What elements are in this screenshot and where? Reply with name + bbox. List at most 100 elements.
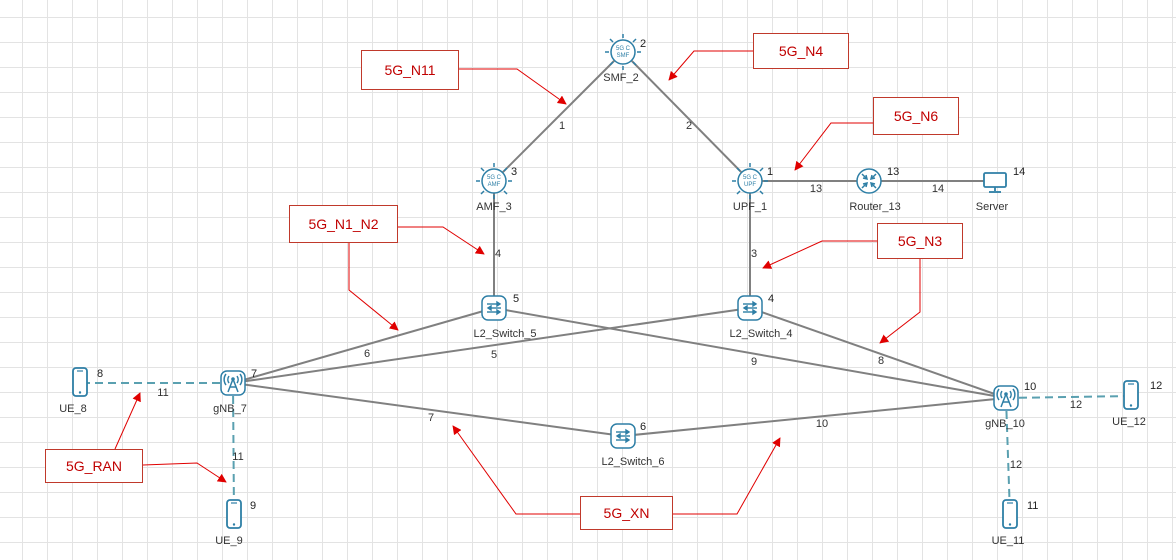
amf-node[interactable]: 5G C AMF [474, 161, 514, 201]
callout-arrow-n3-b [879, 259, 921, 344]
link-label: 7 [427, 412, 435, 424]
callout-arrow-n1n2-b [348, 242, 399, 331]
l2-switch-5-id: 5 [513, 293, 520, 305]
ue-11-node[interactable] [990, 495, 1030, 535]
link-label: 5 [490, 349, 498, 361]
server-id: 14 [1013, 166, 1026, 178]
ue-11-id: 11 [1027, 500, 1039, 512]
smf-id: 2 [640, 38, 647, 50]
gnb-10-node[interactable] [986, 378, 1026, 418]
smf-icon-line2: SMF [617, 53, 630, 59]
upf-icon-line2: UPF [744, 182, 756, 188]
5g-core-icon: 5G C UPF [732, 163, 768, 199]
link-label: 11 [157, 387, 169, 399]
l2-switch-4-label: L2_Switch_4 [729, 328, 793, 340]
cell-tower-icon [220, 370, 246, 396]
server-node[interactable] [975, 161, 1015, 201]
ue-9-id: 9 [250, 500, 257, 512]
ue-8-label: UE_8 [59, 403, 87, 415]
gnb-10-id: 10 [1024, 381, 1037, 393]
callout-arrow-n4 [668, 50, 753, 81]
ue-8-node[interactable] [60, 363, 100, 403]
switch-icon [481, 295, 507, 321]
cell-tower-icon [993, 385, 1019, 411]
smartphone-icon [1123, 380, 1139, 410]
link-label: 14 [931, 183, 945, 195]
callout-arrow-n3-a [762, 240, 877, 269]
link-label: 4 [494, 248, 502, 260]
switch-icon [610, 423, 636, 449]
callout-5g-n11: 5G_N11 [361, 50, 459, 90]
ue-9-node[interactable] [214, 495, 254, 535]
callout-arrow-ran-b [142, 462, 227, 483]
link-label: 13 [809, 183, 823, 195]
amf-icon-line2: AMF [488, 182, 501, 188]
callout-5g-n4: 5G_N4 [753, 33, 849, 69]
link-l2-switch-5-to-gnb-10[interactable] [493, 307, 1007, 399]
gnb-10-label: gNB_10 [985, 418, 1025, 430]
smf-label: SMF_2 [603, 72, 639, 84]
callout-arrow-n1n2-a [398, 226, 485, 255]
link-label: 12 [1069, 399, 1083, 411]
ue-12-node[interactable] [1111, 376, 1151, 416]
link-gnb-7-to-ue-9[interactable] [232, 382, 235, 516]
link-l2-switch-4-to-gnb-10[interactable] [749, 307, 1007, 399]
upf-node[interactable]: 5G C UPF [730, 161, 770, 201]
gnb-7-id: 7 [251, 368, 258, 380]
l2-switch-4-node[interactable] [730, 288, 770, 328]
ue-11-label: UE_11 [991, 535, 1025, 547]
link-l2-switch-6-to-gnb-10[interactable] [622, 397, 1007, 437]
callout-5g-xn: 5G_XN [580, 496, 673, 530]
link-label: 6 [363, 348, 371, 360]
link-gnb-10-to-ue-12[interactable] [1005, 395, 1132, 399]
upf-id: 1 [767, 166, 774, 178]
link-label: 2 [685, 120, 693, 132]
link-gnb-7-to-l2-switch-6[interactable] [232, 382, 624, 437]
callout-arrow-xn-a [452, 425, 580, 515]
link-l2-switch-5-to-gnb-7[interactable] [232, 307, 495, 384]
l2-switch-5-label: L2_Switch_5 [473, 328, 537, 340]
callout-5g-n1-n2: 5G_N1_N2 [289, 205, 398, 243]
link-l2-switch-4-to-gnb-7[interactable] [232, 307, 751, 384]
link-label: 8 [877, 355, 885, 367]
router-label: Router_13 [849, 201, 901, 213]
5g-core-icon: 5G C SMF [605, 34, 641, 70]
amf-icon-line1: 5G C [487, 175, 502, 181]
smf-node[interactable]: 5G C SMF [603, 32, 643, 72]
smartphone-icon [1002, 499, 1018, 529]
gnb-7-node[interactable] [213, 363, 253, 403]
amf-label: AMF_3 [476, 201, 512, 213]
upf-label: UPF_1 [732, 201, 768, 213]
l2-switch-6-id: 6 [640, 421, 647, 433]
link-label: 1 [558, 120, 566, 132]
ue-12-label: UE_12 [1112, 416, 1146, 428]
switch-icon [737, 295, 763, 321]
ue-9-label: UE_9 [215, 535, 243, 547]
link-gnb-10-to-ue-11[interactable] [1005, 397, 1011, 516]
l2-switch-5-node[interactable] [474, 288, 514, 328]
callout-arrow-xn-b [673, 437, 781, 515]
smartphone-icon [226, 499, 242, 529]
router-node[interactable] [849, 161, 889, 201]
callout-arrow-n6 [794, 122, 873, 171]
link-label: 3 [750, 248, 758, 260]
callout-5g-ran: 5G_RAN [45, 449, 143, 483]
router-id: 13 [887, 166, 900, 178]
l2-switch-6-node[interactable] [603, 416, 643, 456]
link-label: 12 [1009, 459, 1023, 471]
callout-arrow-ran-a [114, 392, 141, 450]
link-smf-2-to-amf-3[interactable] [493, 51, 624, 182]
callout-arrow-n11 [459, 68, 567, 105]
l2-switch-6-label: L2_Switch_6 [601, 456, 665, 468]
link-smf-2-to-upf-1[interactable] [622, 51, 751, 182]
ue-12-id: 12 [1150, 380, 1163, 392]
smf-icon-line1: 5G C [616, 46, 631, 52]
upf-icon-line1: 5G C [743, 175, 758, 181]
link-label: 9 [750, 356, 758, 368]
callout-5g-n3: 5G_N3 [877, 223, 963, 259]
5g-core-icon: 5G C AMF [476, 163, 512, 199]
smartphone-icon [72, 367, 88, 397]
server-label: Server [975, 201, 1009, 213]
l2-switch-4-id: 4 [768, 293, 775, 305]
